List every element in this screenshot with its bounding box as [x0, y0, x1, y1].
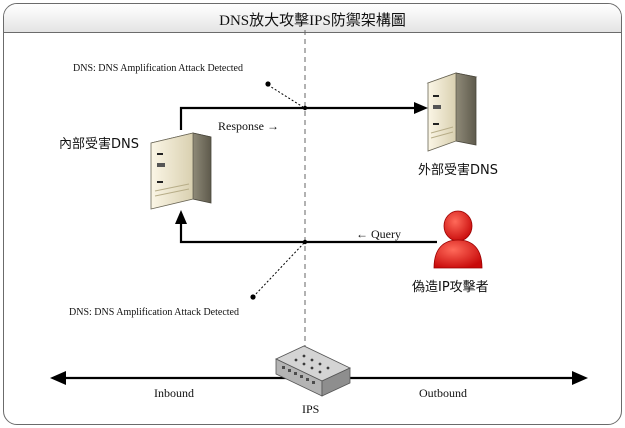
outbound-label: Outbound: [419, 386, 467, 400]
attacker-label: 偽造IP攻擊者: [412, 280, 489, 295]
ips-label: IPS: [302, 402, 320, 416]
inbound-label: Inbound: [154, 386, 194, 400]
alert-top-label: DNS: DNS Amplification Attack Detected: [73, 63, 243, 74]
alert-top-leader: [267, 84, 304, 108]
query-label: ← Query: [356, 227, 401, 241]
query-arrowhead: [175, 210, 187, 224]
external-dns-server-icon: [426, 72, 478, 152]
response-flow-arrow: [179, 106, 416, 130]
inbound-arrowhead: [50, 371, 66, 385]
title-bar: DNS放大攻擊IPS防禦架構圖: [4, 4, 621, 33]
alert-bottom-dot: [250, 294, 256, 300]
alert-top-junction: [302, 105, 308, 111]
internal-dns-server-icon: [150, 132, 212, 210]
alert-top-dot: [265, 81, 271, 87]
query-flow-arrow: [179, 222, 437, 244]
external-dns-label: 外部受害DNS: [418, 163, 498, 178]
alert-bottom-label: DNS: DNS Amplification Attack Detected: [69, 307, 239, 318]
attacker-user-icon: [433, 210, 483, 269]
alert-bottom-leader: [253, 242, 305, 297]
ips-appliance-icon: [275, 345, 351, 397]
internal-dns-label: 內部受害DNS: [59, 137, 139, 152]
outbound-arrowhead: [572, 371, 588, 385]
diagram-title: DNS放大攻擊IPS防禦架構圖: [219, 13, 406, 29]
alert-bottom-junction: [302, 239, 308, 245]
response-arrowhead: [414, 102, 428, 114]
response-label: Response →: [218, 119, 279, 133]
